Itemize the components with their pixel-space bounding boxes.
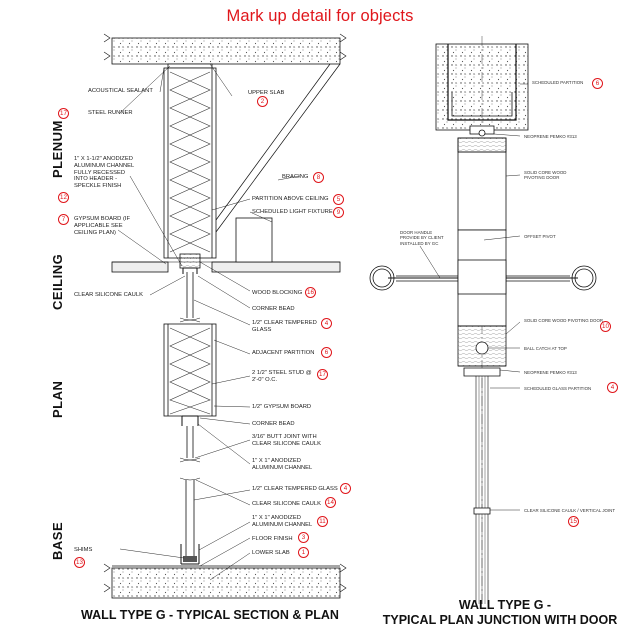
label-bracing: BRACING <box>282 174 309 180</box>
label-lower-slab: LOWER SLAB <box>252 550 290 556</box>
label-shims: SHIMS <box>74 547 93 553</box>
label-neoprene-top: NEOPRENE PEMKO #313 <box>524 134 577 139</box>
tag-wood-blocking[interactable]: 16 <box>305 287 316 298</box>
tag-aluminum-channel-header[interactable]: 12 <box>58 192 69 203</box>
label-neoprene-bottom: NEOPRENE PEMKO #313 <box>524 370 577 375</box>
upper-slab <box>111 37 341 65</box>
label-upper-slab: UPPER SLAB <box>248 90 285 96</box>
tag-solid-core-wood-pivoting-door[interactable]: 10 <box>600 321 611 332</box>
label-corner-bead-plan: CORNER BEAD <box>252 421 295 427</box>
right-leader-lines <box>419 83 528 511</box>
label-scheduled-glass-partition: SCHEDULED GLASS PARTITION <box>524 386 592 391</box>
door-handle-left <box>369 265 395 291</box>
right-heading-line1: WALL TYPE G - <box>458 598 552 612</box>
section-label-plenum: PLENUM <box>50 120 65 178</box>
tag-upper-slab[interactable]: 2 <box>257 96 268 107</box>
tag-clear-silicone-caulk-base[interactable]: 14 <box>325 497 336 508</box>
label-solid-core-wood-pivoting-door: SOLID CORE WOOD PIVOTING DOOR <box>524 318 604 323</box>
tag-scheduled-glass-partition[interactable]: 4 <box>607 382 618 393</box>
tag-bracing[interactable]: 8 <box>313 172 324 183</box>
tag-steel-stud[interactable]: 17 <box>317 369 328 380</box>
label-gypsum-board-ceiling: GYPSUM BOARD (IF APPLICABLE SEE CEILING … <box>74 216 131 236</box>
door-plan <box>369 36 597 604</box>
right-heading-line2: TYPICAL PLAN JUNCTION WITH DOOR <box>382 613 618 627</box>
label-scheduled-light-fixture: SCHEDULED LIGHT FIXTURE <box>252 209 333 215</box>
label-steel-runner: STEEL RUNNER <box>88 110 133 116</box>
shims <box>183 556 197 562</box>
vertical-joint <box>473 507 491 515</box>
label-vertical-joint: CLEAR SILICONE CAULK / VERTICAL JOINT <box>524 508 616 513</box>
label-partition-above-ceiling: PARTITION ABOVE CEILING <box>252 196 329 202</box>
tag-gypsum-board-ceiling[interactable]: 7 <box>58 214 69 225</box>
section-label-ceiling: CEILING <box>50 253 65 310</box>
insulation-batt <box>169 71 211 253</box>
label-ball-catch: BALL CATCH AT TOP <box>524 346 567 351</box>
tag-aluminum-channel-base[interactable]: 11 <box>317 516 328 527</box>
label-adjacent-partition: ADJACENT PARTITION <box>252 350 315 356</box>
label-aluminum-channel-header: 1" X 1-1/2" ANODIZED ALUMINUM CHANNEL FU… <box>74 156 135 190</box>
scheduled-light-fixture <box>235 217 273 263</box>
label-clear-tempered-glass-ceiling: 1/2" CLEAR TEMPERED GLASS <box>252 320 317 333</box>
label-aluminum-channel-plan: 1" X 1" ANODIZED ALUMINUM CHANNEL <box>252 458 313 471</box>
label-solid-core-wood-door: SOLID CORE WOOD PIVOTING DOOR <box>524 170 567 181</box>
label-scheduled-partition: SCHEDULED PARTITION <box>532 80 584 85</box>
solid-core-wood-door-upper <box>457 137 507 231</box>
label-offset-pivot: OFFSET PIVOT <box>524 234 556 239</box>
label-floor-finish: FLOOR FINISH <box>252 536 293 542</box>
label-wood-blocking: WOOD BLOCKING <box>252 290 303 296</box>
tag-clear-tempered-glass-ceiling[interactable]: 4 <box>321 318 332 329</box>
label-clear-silicone-caulk-ceiling: CLEAR SILICONE CAULK <box>74 292 143 298</box>
scheduled-partition <box>435 43 529 131</box>
adjacent-partition <box>163 323 217 417</box>
label-gypsum-board: 1/2" GYPSUM BOARD <box>252 404 312 410</box>
label-clear-silicone-caulk-base: CLEAR SILICONE CAULK <box>252 501 321 507</box>
label-steel-stud: 2 1/2" STEEL STUD @ 2'-0" O.C. <box>252 370 312 383</box>
tag-steel-runner[interactable]: 17 <box>58 108 69 119</box>
label-clear-tempered-glass-base: 1/2" CLEAR TEMPERED GLASS <box>252 486 338 492</box>
tag-adjacent-partition[interactable]: 6 <box>321 347 332 358</box>
tag-scheduled-light-fixture[interactable]: 9 <box>333 207 344 218</box>
tag-vertical-joint[interactable]: 15 <box>568 516 579 527</box>
drawing-title: Mark up detail for objects <box>226 7 414 25</box>
section-label-base: BASE <box>50 521 65 560</box>
label-corner-bead-ceiling: CORNER BEAD <box>252 306 295 312</box>
label-acoustical-sealant: ACOUSTICAL SEALANT <box>88 88 153 94</box>
door-handle-right <box>571 265 597 291</box>
tag-shims[interactable]: 13 <box>74 557 85 568</box>
tag-lower-slab[interactable]: 1 <box>298 547 309 558</box>
tag-partition-above-ceiling[interactable]: 5 <box>333 194 344 205</box>
tag-floor-finish[interactable]: 3 <box>298 532 309 543</box>
wood-blocking <box>179 253 201 269</box>
label-butt-joint: 3/16" BUTT JOINT WITH CLEAR SILICONE CAU… <box>252 434 321 447</box>
label-door-handle: DOOR HANDLE PROVIDE BY CLIENT INSTALLED … <box>400 230 444 246</box>
lower-slab <box>111 567 341 599</box>
tag-clear-tempered-glass-base[interactable]: 4 <box>340 483 351 494</box>
section-label-plan: PLAN <box>50 380 65 418</box>
label-aluminum-channel-base: 1" X 1" ANODIZED ALUMINUM CHANNEL <box>252 515 313 528</box>
left-leader-lines <box>117 63 301 581</box>
wall-section <box>103 33 347 599</box>
left-heading: WALL TYPE G - TYPICAL SECTION & PLAN <box>81 608 339 622</box>
tag-scheduled-partition[interactable]: 6 <box>592 78 603 89</box>
